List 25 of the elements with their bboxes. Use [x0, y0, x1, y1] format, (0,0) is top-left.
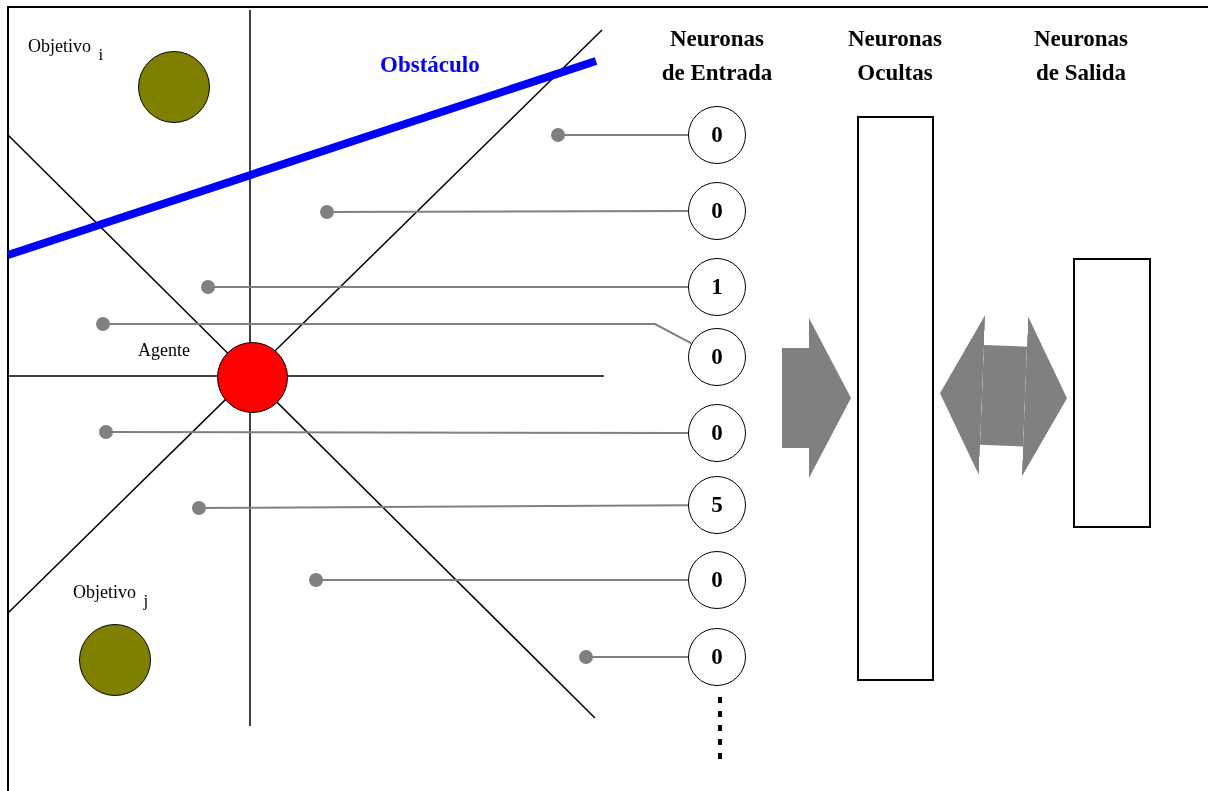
sensor-line [320, 205, 689, 219]
layer-heading: Neuronas de Salida [1032, 25, 1130, 87]
sensor-line [99, 425, 689, 439]
sensor-line [551, 128, 689, 142]
input-neuron: 0 [688, 628, 746, 686]
agent-circle [217, 342, 288, 413]
input-neuron: 0 [688, 404, 746, 462]
layer-box [1073, 258, 1151, 528]
sensor-line [579, 650, 689, 664]
block-arrow [940, 314, 1067, 477]
obstacle-label: Obstáculo [380, 52, 480, 78]
input-neuron: 0 [688, 328, 746, 386]
sensor-line [309, 573, 689, 587]
layer-heading: Neuronas de Entrada [660, 25, 774, 87]
layer-heading: Neuronas Ocultas [846, 25, 944, 87]
block-arrow [782, 318, 851, 478]
input-neuron: 5 [688, 476, 746, 534]
sensor-line [96, 317, 693, 345]
input-neuron: 1 [688, 258, 746, 316]
node-caption: Agente [138, 340, 190, 361]
input-neuron: 0 [688, 106, 746, 164]
sensor-line [201, 280, 689, 294]
sensor-line [192, 501, 689, 515]
input-neuron: 0 [688, 182, 746, 240]
input-neuron: 0 [688, 551, 746, 609]
